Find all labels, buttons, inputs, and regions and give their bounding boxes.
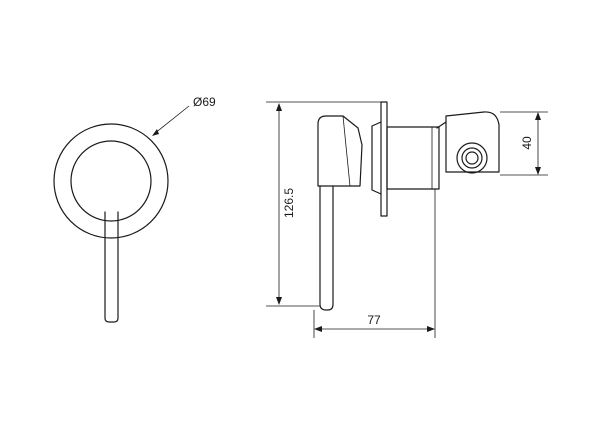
outlet-arrow-top: [535, 112, 541, 120]
height-label: 126.5: [282, 188, 296, 218]
outlet-block: [445, 111, 500, 173]
height-arrow-bottom: [276, 297, 282, 305]
wall-plate: [380, 101, 388, 217]
outlet-label: 40: [520, 136, 534, 150]
front-lever-handle: [104, 211, 119, 323]
diameter-leader-line: [153, 105, 190, 135]
diameter-leader-arrow: [152, 129, 159, 136]
outlet-port-inner: [465, 151, 479, 165]
depth-label: 77: [367, 313, 381, 327]
depth-arrow-right: [427, 326, 435, 332]
outlet-arrow-bottom: [535, 167, 541, 175]
side-view: [317, 101, 500, 311]
diameter-callout: Ø69: [152, 95, 216, 136]
outlet-block-lip: [436, 121, 447, 129]
side-lever-shaft: [319, 185, 334, 311]
height-dimension: 126.5: [266, 101, 381, 307]
depth-arrow-left: [314, 326, 322, 332]
height-arrow-top: [276, 103, 282, 111]
depth-dimension: 77: [313, 189, 436, 338]
valve-body: [386, 126, 440, 190]
front-view: [53, 123, 169, 323]
lever-head-detail: [342, 115, 351, 187]
outlet-port-mid: [461, 147, 483, 169]
cover-plate-outer: [53, 123, 169, 239]
diameter-label: Ø69: [193, 95, 216, 109]
cover-plate-inner: [70, 140, 152, 222]
collar: [371, 121, 382, 195]
lever-head: [317, 115, 363, 187]
outlet-port-outer: [456, 142, 488, 174]
outlet-dimension: 40: [500, 111, 548, 176]
